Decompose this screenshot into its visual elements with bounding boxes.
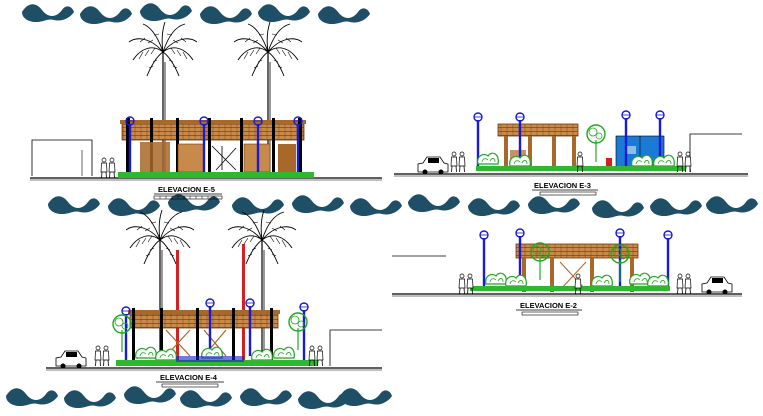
cloud-band-top: [22, 3, 370, 25]
elevation-e2: ELEVACION E-2: [392, 228, 742, 316]
cloud-band-middle: [48, 194, 758, 218]
title-elevacion-e2: ELEVACION E-2: [520, 301, 577, 310]
title-elevacion-e5: ELEVACION E-5: [158, 185, 215, 194]
cloud-band-bottom: [6, 386, 392, 409]
title-elevacion-e3: ELEVACION E-3: [534, 181, 591, 190]
elevation-e3: ELEVACION E-3: [394, 110, 748, 196]
title-elevacion-e4: ELEVACION E-4: [160, 373, 218, 382]
elevation-e5: ELEVACION E-5: [30, 21, 382, 200]
elevation-e4: ELEVACION E-4: [46, 209, 382, 388]
